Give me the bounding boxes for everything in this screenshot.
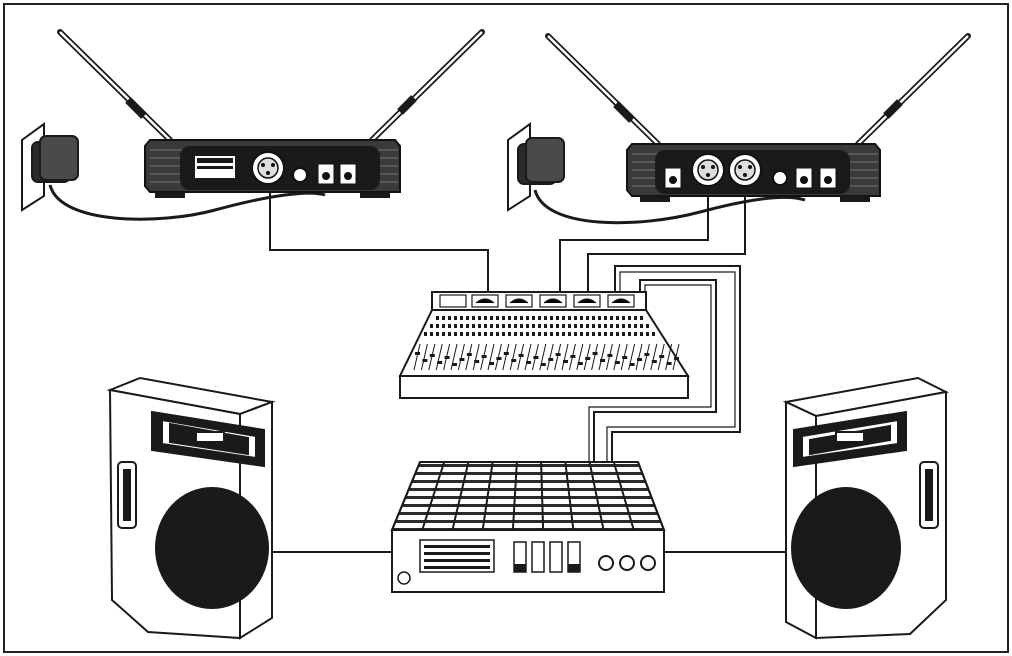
mixing-console — [398, 291, 690, 399]
cable-adapter-right — [533, 189, 806, 225]
power-amplifier — [390, 461, 666, 593]
wireless-receiver-left — [57, 29, 485, 198]
cable-mixer-to-amp-b — [593, 279, 717, 462]
woofer-left — [155, 487, 269, 609]
cable-mixer-to-amp-a — [611, 265, 741, 462]
power-adapter-left — [21, 122, 79, 212]
cable-mixer-to-amp-b2 — [588, 284, 712, 462]
power-adapter-right — [507, 122, 565, 212]
cable-receiver-right-a-to-mixer — [559, 185, 709, 292]
amp-knob-1 — [598, 555, 614, 571]
cable-mixer-to-amp-a2 — [606, 271, 736, 462]
cable-receiver-right-b-to-mixer — [587, 185, 746, 292]
figure-frame — [3, 3, 1009, 653]
loudspeaker-left — [106, 376, 276, 640]
loudspeaker-right — [782, 376, 950, 640]
cable-adapter-left — [48, 184, 326, 221]
cables — [48, 184, 806, 553]
woofer-right — [791, 487, 901, 609]
wireless-receiver-right — [545, 33, 971, 202]
amp-power-switch — [397, 571, 411, 585]
amp-knob-3 — [640, 555, 656, 571]
cable-receiver-left-to-mixer — [269, 185, 489, 292]
amp-knob-2 — [619, 555, 635, 571]
